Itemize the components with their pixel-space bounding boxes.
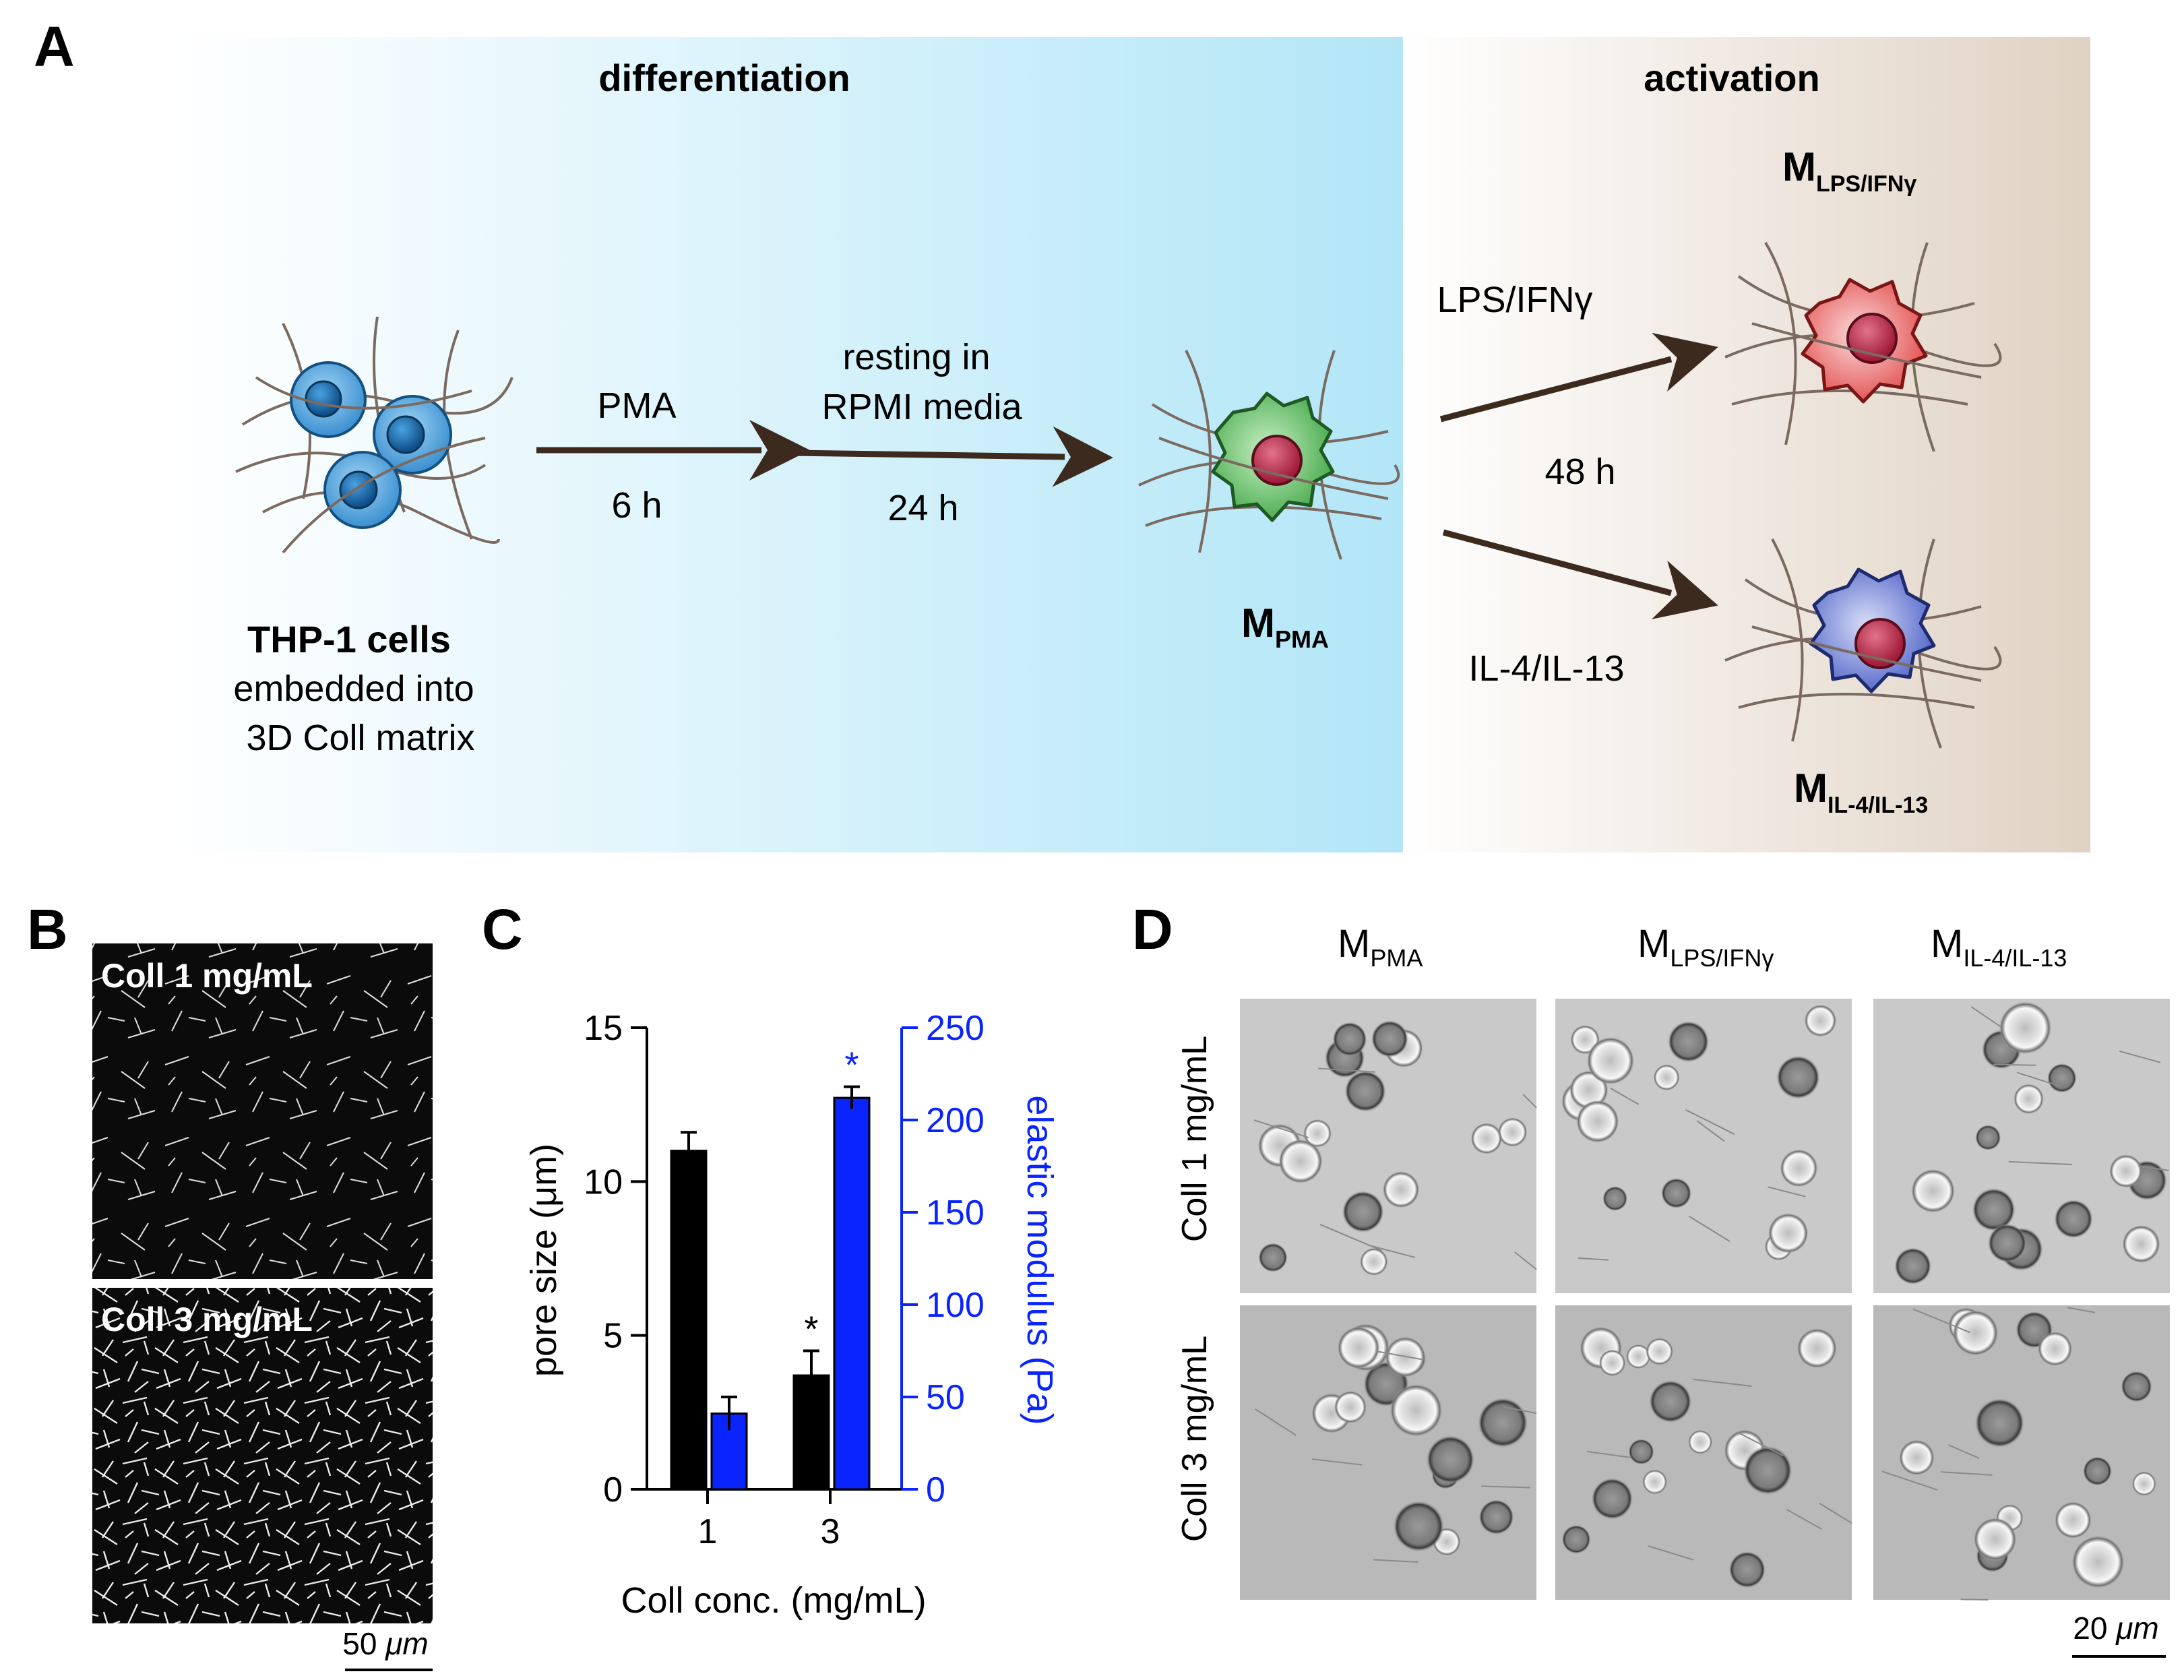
micrograph-r2-c1 [1240,1305,1537,1600]
bar-series0-cat0 [670,1150,708,1491]
micrograph-grid [1240,999,2170,1600]
y-left-tick-label-2: 10 [584,1162,623,1202]
significance-series1-cat1: * [844,1045,859,1086]
m-pma-cell-illustration [1138,350,1400,560]
arrow-il [1442,529,1718,619]
panel-label-a: A [34,15,75,78]
y-left-tick-label-3: 15 [584,1009,623,1048]
branch-bottom-label: IL-4/IL-13 [1468,648,1624,689]
x-axis-label: Coll conc. (mg/mL) [621,1580,926,1621]
thp1-title: THP-1 cells [247,618,451,660]
x-tick-label-0: 1 [698,1512,718,1551]
m-lps-label: MLPS/IFNγ [1782,144,1916,197]
y-right-tick-label-2: 100 [926,1286,985,1325]
x-tick-label-1: 3 [821,1512,840,1551]
micrograph-r2-c3 [1873,1305,2170,1600]
micrograph-r1-c1 [1240,999,1537,1293]
y-right-tick-label-5: 250 [926,1009,985,1048]
y-right-tick-label-4: 200 [926,1101,985,1140]
step1-bottom-label: 6 h [611,485,662,526]
row-label-3mg: Coll 3 mg/mL [1175,1336,1214,1542]
panel-b-scale-bar: 50 μm [342,1626,433,1671]
step1-top-label: PMA [597,385,676,426]
step2-top-line1: resting in [842,337,990,377]
panel-d-scale-bar: 20 μm [2072,1611,2166,1658]
bar-series1-cat1 [833,1096,871,1491]
thp1-line2: embedded into [233,668,474,709]
y-left-axis-label: pore size (μm) [524,1144,564,1377]
activation-background [1403,37,2090,852]
m-il-cell-illustration [1724,538,2002,749]
panel-a: A differentiation activation [34,15,2090,852]
phase-differentiation-label: differentiation [598,57,850,99]
y-right-axis-label: elastic modulus (Pa) [1020,1095,1060,1425]
arrow-resting [791,426,1113,487]
y-right-tick-label-0: 0 [926,1470,945,1510]
step2-bottom-label: 24 h [887,488,958,528]
image-1mg-label: Coll 1 mg/mL [101,957,313,995]
col-header-il: MIL-4/IL-13 [1931,922,2067,972]
panel-label-d: D [1132,898,1173,961]
micrograph-r2-c2 [1555,1305,1852,1600]
panel-label-b: B [27,898,68,961]
phase-activation-label: activation [1644,57,1819,99]
y-right-tick-label-1: 50 [926,1378,965,1417]
panel-d: D MPMA MLPS/IFNγ MIL-4/IL-13 Coll 1 mg/m… [1132,898,2170,1658]
scale-bar-b-label: 50 μm [342,1626,428,1661]
y-right-tick-label-3: 150 [926,1193,985,1233]
y-left-tick-label-0: 0 [603,1470,623,1510]
branch-top-label: LPS/IFNγ [1437,280,1592,320]
step2-top-line2: RPMI media [821,387,1022,427]
micrograph-r1-c2 [1555,999,1852,1293]
micrograph-r1-c3 [1873,999,2170,1293]
scale-bar-d-label: 20 μm [2073,1611,2158,1646]
collagen-image-1mg [92,943,433,1279]
image-3mg-label: Coll 3 mg/mL [101,1301,313,1338]
panel-b: B Coll 1 mg/mL Coll 3 mg/mL 50 μm [27,898,433,1671]
m-il-label: MIL-4/IL-13 [1794,766,1928,818]
arrow-lps [1439,332,1718,423]
col-header-lps: MLPS/IFNγ [1637,922,1774,972]
thp1-line3: 3D Coll matrix [246,718,474,758]
significance-series0-cat1: * [804,1309,818,1350]
thp1-cells-illustration [235,316,513,554]
branch-time-label: 48 h [1545,452,1615,492]
m-lps-cell-illustration [1724,241,2002,452]
col-header-pma: MPMA [1338,922,1423,972]
y-left-tick-label-1: 5 [603,1317,623,1356]
panel-label-c: C [482,898,523,961]
collagen-image-3mg [92,1288,433,1623]
m-pma-label: MPMA [1241,600,1329,653]
row-label-1mg: Coll 1 mg/mL [1175,1036,1214,1242]
